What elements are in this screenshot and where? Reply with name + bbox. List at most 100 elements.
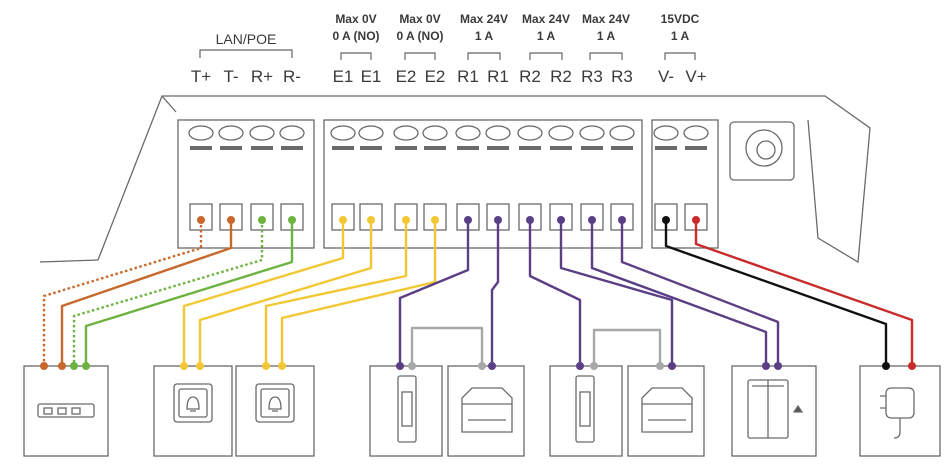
terminal-label-r-plus: R+ <box>251 67 273 86</box>
device-dot <box>668 362 676 370</box>
terminal-screw <box>548 125 574 141</box>
terminal-label-r-minus: R- <box>283 67 301 86</box>
device-dot <box>774 362 782 370</box>
bracket-r2 <box>529 52 563 60</box>
terminal-screw <box>330 125 356 141</box>
device-poe-switch <box>23 365 109 457</box>
terminal-dot <box>258 216 266 224</box>
wire-e1-b <box>198 220 373 366</box>
terminal-dot <box>367 216 375 224</box>
din-rail-psu-icon <box>641 387 693 433</box>
terminal-dot <box>662 216 670 224</box>
bracket-e1 <box>340 52 372 60</box>
device-dot <box>576 362 584 370</box>
terminal-screw <box>683 125 709 141</box>
bracket-power <box>664 52 696 60</box>
terminal-dot <box>588 216 596 224</box>
terminal-bar <box>281 146 303 150</box>
rating-r2-line2: 1 A <box>537 29 556 43</box>
terminal-dot <box>618 216 626 224</box>
terminal-dot <box>526 216 534 224</box>
terminal-screw <box>579 125 605 141</box>
wire-v-minus <box>664 220 888 366</box>
terminal-bar <box>487 146 509 150</box>
terminal-label-t-minus: T- <box>223 67 238 86</box>
rating-r1-line1: Max 24V <box>460 12 508 26</box>
housing-outline <box>97 95 871 264</box>
terminal-dots <box>197 216 700 224</box>
wire-r-minus <box>84 220 294 366</box>
terminal-dot <box>464 216 472 224</box>
device-power-supply-1 <box>447 365 525 457</box>
wire-r3-b <box>620 220 780 366</box>
terminal-label-t-plus: T+ <box>191 67 211 86</box>
electric-strike-icon <box>397 375 417 443</box>
device-dot <box>180 362 188 370</box>
wire-r2-a <box>528 220 582 366</box>
dial-knob <box>729 121 795 181</box>
terminal-dot <box>227 216 235 224</box>
terminal-screw <box>653 125 679 141</box>
terminal-bar <box>190 146 212 150</box>
terminal-bar <box>395 146 417 150</box>
terminal-dot <box>431 216 439 224</box>
terminal-label-r1-b: R1 <box>487 67 509 86</box>
wire-r-plus <box>72 220 264 366</box>
header-labels: LAN/POE Max 0V 0 A (NO) Max 0V 0 A (NO) … <box>199 12 700 60</box>
device-exit-button-1 <box>153 365 233 457</box>
wires <box>42 220 914 366</box>
network-switch-icon <box>37 403 95 418</box>
terminal-bar <box>655 146 677 150</box>
terminal-screw <box>393 125 419 141</box>
rating-r3-line2: 1 A <box>597 29 616 43</box>
device-dot <box>278 362 286 370</box>
housing <box>39 95 871 264</box>
rating-r3-line1: Max 24V <box>582 12 630 26</box>
terminal-dot <box>197 216 205 224</box>
terminal-screw <box>517 125 543 141</box>
device-dot <box>262 362 270 370</box>
housing-base-left <box>39 259 99 263</box>
terminal-label-r2-b: R2 <box>550 67 572 86</box>
terminal-dot <box>692 216 700 224</box>
gate-lock-icon <box>747 379 804 439</box>
power-adapter-icon <box>880 387 915 439</box>
terminal-dot <box>557 216 565 224</box>
wire-v-plus <box>694 220 914 366</box>
rating-e2-line2: 0 A (NO) <box>396 29 443 43</box>
terminal-label-e1-b: E1 <box>361 67 382 86</box>
device-connection-dots <box>40 362 916 370</box>
terminal-screw <box>455 125 481 141</box>
device-dot <box>590 362 598 370</box>
wire-r2-bridge <box>592 328 662 366</box>
terminal-screw <box>279 125 305 141</box>
bracket-r1 <box>467 52 501 60</box>
rating-r2-line1: Max 24V <box>522 12 570 26</box>
device-dot <box>488 362 496 370</box>
device-gate-lock <box>731 365 817 457</box>
terminal-screw <box>358 125 384 141</box>
terminal-dot <box>494 216 502 224</box>
terminal-dot <box>402 216 410 224</box>
rating-power-line2: 1 A <box>671 29 690 43</box>
rating-r1-line2: 1 A <box>475 29 494 43</box>
terminal-screw <box>422 125 448 141</box>
terminal-label-r3-a: R3 <box>581 67 603 86</box>
devices <box>23 365 941 457</box>
bracket-e2 <box>404 52 436 60</box>
device-dot <box>478 362 486 370</box>
terminal-labels: T+ T- R+ R- E1 E1 E2 E2 R1 R1 R2 R2 R3 R… <box>191 67 707 86</box>
terminal-bar <box>332 146 354 150</box>
terminal-label-e2-a: E2 <box>396 67 417 86</box>
dial-inner <box>756 140 776 160</box>
wire-e1-a <box>182 220 345 366</box>
wire-r1-b <box>490 220 500 366</box>
terminal-bar <box>550 146 572 150</box>
device-dot <box>58 362 66 370</box>
device-dot <box>408 362 416 370</box>
device-dot <box>70 362 78 370</box>
terminal-bar <box>611 146 633 150</box>
wire-e2-b <box>280 220 437 366</box>
